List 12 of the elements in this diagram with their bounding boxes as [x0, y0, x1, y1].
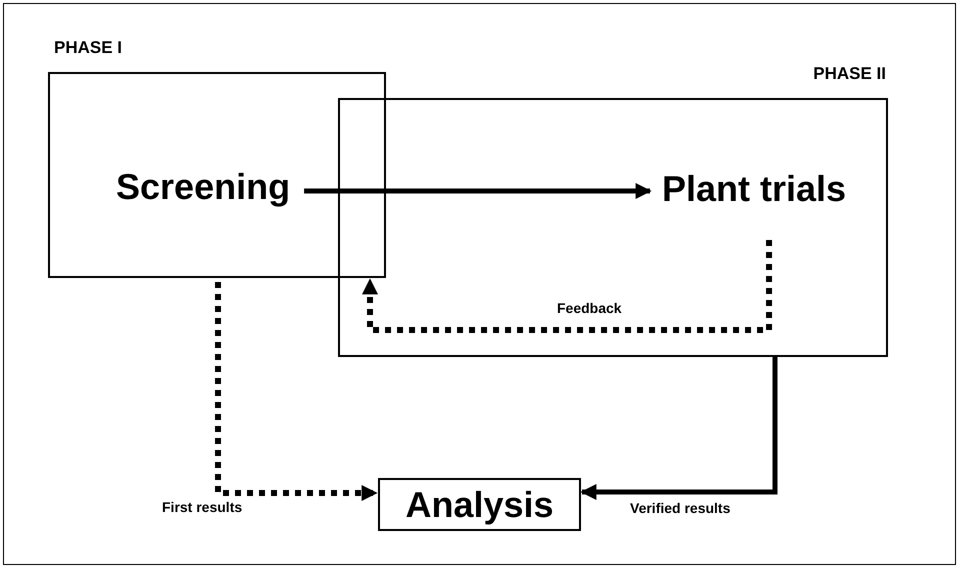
- step-label: Plant trials: [662, 168, 846, 210]
- edge-label: First results: [160, 499, 244, 515]
- arrow: [362, 240, 772, 333]
- phase-heading: PHASE II: [813, 64, 886, 84]
- process-box: Analysis: [378, 478, 581, 531]
- edge-label: Verified results: [628, 500, 732, 516]
- phase-heading: PHASE I: [54, 38, 122, 58]
- arrow: [580, 357, 778, 500]
- edge-label: Feedback: [555, 300, 624, 316]
- arrow: [304, 183, 652, 199]
- arrow: [215, 282, 378, 501]
- step-label: Screening: [116, 166, 290, 208]
